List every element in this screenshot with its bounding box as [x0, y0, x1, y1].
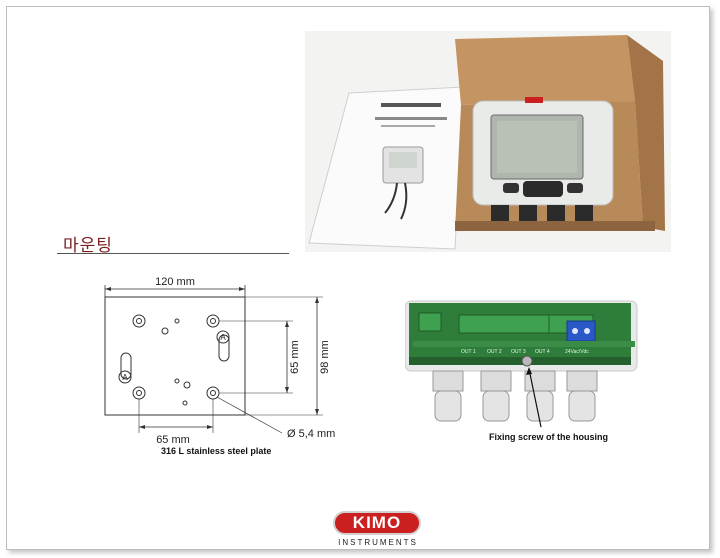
height-dimension-label: 98 mm [319, 340, 331, 374]
product-box-photo [305, 31, 671, 252]
terminal-label-out3: OUT 3 [511, 349, 526, 355]
hole-diameter-label: Ø 5,4 mm [287, 428, 335, 440]
width-dimension-label: 120 mm [155, 277, 195, 288]
kimo-logo-badge: KIMO [333, 511, 421, 535]
terminal-label-out1: OUT 1 [461, 349, 476, 355]
plate-material-caption: 316 L stainless steel plate [161, 446, 272, 456]
terminal-label-power: 24Vac/Vdc [565, 349, 589, 355]
page-frame: 마운팅 120 mm [6, 6, 710, 550]
terminal-label-out4: OUT 4 [535, 349, 550, 355]
hole-spacing-horizontal-label: 65 mm [156, 434, 190, 446]
fixing-screw-caption: Fixing screw of the housing [489, 432, 609, 442]
open-housing-photo: OUT 1 OUT 2 OUT 3 OUT 4 24Vac/Vdc [405, 297, 645, 447]
section-heading: 마운팅 [63, 236, 113, 256]
hole-spacing-vertical-label: 65 mm [289, 340, 301, 374]
mounting-plate-drawing: 120 mm A A 6 [77, 276, 367, 462]
slot-mark-a-bottom: A [122, 373, 128, 382]
heading-divider [57, 253, 289, 254]
kimo-logo-tagline: INSTRUMENTS [338, 538, 418, 547]
slot-mark-a-top: A [220, 333, 226, 342]
terminal-label-out2: OUT 2 [487, 349, 502, 355]
kimo-logo: KIMO INSTRUMENTS [333, 511, 423, 549]
